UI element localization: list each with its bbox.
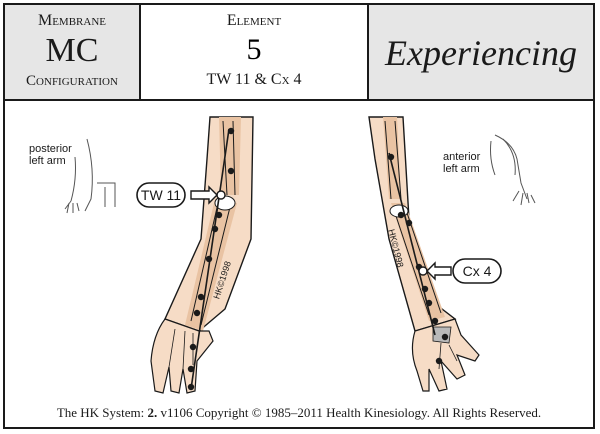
arm-illustration: TW 11 HK©1998	[5, 99, 593, 399]
mode-cell: Experiencing	[369, 5, 593, 99]
footer-copyright: v1106 Copyright © 1985–2011 Health Kines…	[157, 405, 542, 420]
posterior-arm: TW 11 HK©1998	[136, 116, 254, 394]
mode-title: Experiencing	[385, 33, 577, 73]
tw11-point-marker	[216, 190, 226, 200]
anterior-arm-caption: anterior left arm	[443, 151, 480, 175]
membrane-label: Membrane	[37, 12, 106, 29]
element-label: Element	[226, 12, 282, 29]
cx4-arrow-icon	[426, 261, 452, 281]
anterior-arm: Cx 4 HK©1998	[368, 116, 502, 392]
element-card: Membrane MC Configuration Element 5 TW 1…	[3, 3, 595, 429]
element-points: TW 11 & Cx 4	[206, 71, 302, 88]
anterior-caption-line2: left arm	[443, 163, 480, 175]
copyright-footer: The HK System: 2. v1106 Copyright © 1985…	[5, 405, 593, 421]
anterior-caption-line1: anterior	[443, 151, 481, 163]
element-cell: Element 5 TW 11 & Cx 4	[141, 5, 369, 99]
cx4-label-bubble	[452, 258, 502, 284]
posterior-arm-thumbnail	[64, 138, 116, 214]
membrane-sublabel: Configuration	[26, 73, 118, 89]
arm-diagram: TW 11 HK©1998	[64, 116, 536, 394]
cx4-point-marker	[418, 266, 428, 276]
tw11-label-bubble	[136, 182, 186, 208]
footer-prefix: The HK System:	[56, 405, 148, 420]
membrane-cell: Membrane MC Configuration	[5, 5, 141, 99]
posterior-caption-line2: left arm	[29, 155, 66, 167]
tw11-arrow-icon	[190, 185, 218, 205]
tw11-label-text: TW 11	[141, 187, 181, 203]
posterior-caption-line1: posterior	[29, 143, 72, 155]
cx4-label-text: Cx 4	[463, 263, 492, 279]
card-header: Membrane MC Configuration Element 5 TW 1…	[5, 5, 593, 101]
membrane-value: MC	[45, 32, 99, 69]
posterior-arm-caption: posterior left arm	[29, 143, 72, 167]
anterior-arm-thumbnail	[490, 134, 536, 206]
element-number: 5	[246, 33, 262, 66]
footer-book-number: 2.	[147, 405, 158, 420]
